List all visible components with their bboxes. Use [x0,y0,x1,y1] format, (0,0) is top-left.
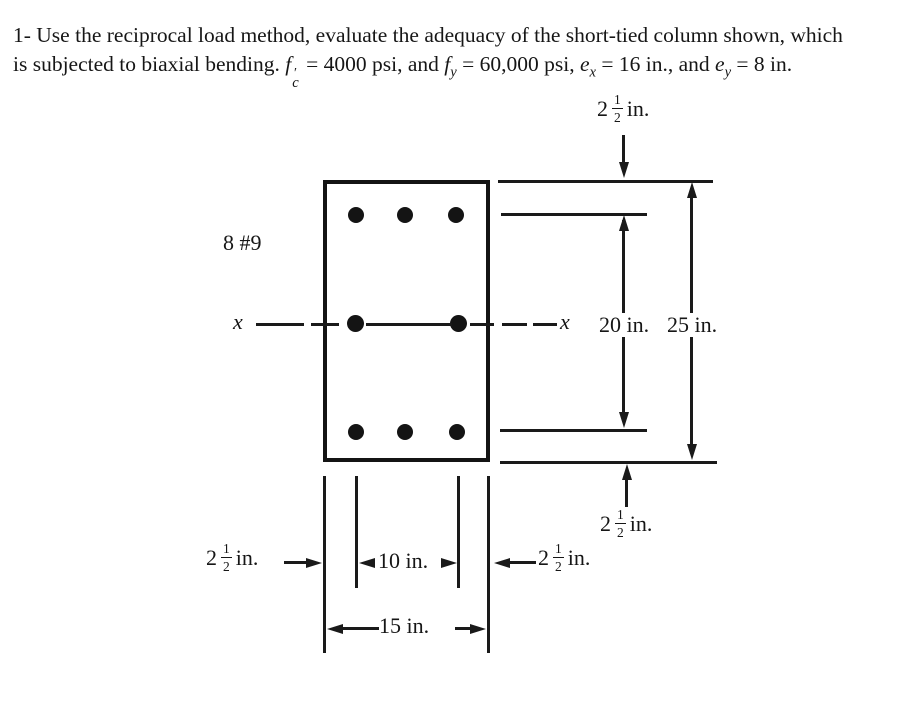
ex-value: = 16 in., and [595,52,716,76]
arrowhead-down-icon [619,162,629,178]
rebar-dot [449,424,465,440]
rebar-count-label: 8 #9 [223,230,262,255]
extension-line-bottom-bars [500,429,647,432]
arrowhead-left-icon [327,624,343,634]
problem-line-2: is subjected to biaxial bending. f′c = 4… [13,50,843,91]
dim-label-15in: 15 in. [379,613,430,638]
dim-label-10in: 10 in. [378,548,429,573]
problem-line-1: 1- Use the reciprocal load method, evalu… [13,23,843,47]
rebar-dot [348,207,364,223]
extension-line-top-edge [498,180,713,183]
extension-line-bottom-edge [500,461,717,464]
arrowhead-left-icon [359,558,375,568]
extension-line-top-bars [501,213,647,216]
extension-line-right-bars [457,476,460,588]
line2-lead: is subjected to biaxial bending. [13,52,286,76]
problem-statement: 1- Use the reciprocal load method, evalu… [13,21,843,91]
ex-subscript: x [589,64,596,81]
rebar-dot [348,424,364,440]
rebar-dot [397,424,413,440]
arrowhead-up-icon [687,182,697,198]
x-axis-dash [256,323,304,326]
leader-line-bottom-cover [625,478,628,512]
x-axis-dash [502,323,527,326]
rebar-dot [347,315,364,332]
arrowhead-left-icon [494,558,510,568]
arrowhead-up-icon [622,464,632,480]
fy-symbol: f [444,52,451,76]
extension-line-right-edge [487,476,490,653]
dim-line-right-cover [508,561,536,564]
dim-line-15in-right [455,627,473,630]
fc-value: = 4000 psi, and [300,52,445,76]
ex-symbol: e [579,52,590,76]
dim-label-20in: 20 in. [596,312,653,338]
extension-line-left-edge [323,476,326,653]
rebar-dot [448,207,464,223]
dim-label-25in: 25 in. [664,312,721,338]
x-axis-tick-right [470,323,494,326]
ey-symbol: e [715,52,725,76]
arrowhead-right-icon [306,558,322,568]
rebar-dot [397,207,413,223]
arrowhead-right-icon [470,624,486,634]
ey-subscript: y [724,64,732,81]
arrowhead-right-icon [441,558,457,568]
arrowhead-down-icon [687,444,697,460]
x-axis-dash [533,323,557,326]
x-axis-label-left: x [233,309,243,334]
rebar-dot [450,315,467,332]
fy-value: = 60,000 psi, [456,52,580,76]
x-axis-inner-line [366,323,452,326]
x-axis-tick-left [311,323,339,326]
fy-subscript: y [450,64,457,81]
arrowhead-down-icon [619,412,629,428]
fc-symbol: f [285,52,292,76]
leader-line-top-cover [622,135,625,165]
arrowhead-up-icon [619,215,629,231]
extension-line-left-bars [355,476,358,588]
fc-prime-subscript: ′c [292,66,299,91]
dim-line-15in-left [341,627,379,630]
ey-value: = 8 in. [731,52,793,76]
x-axis-label-right: x [560,309,570,334]
dim-line-left-cover [284,561,310,564]
